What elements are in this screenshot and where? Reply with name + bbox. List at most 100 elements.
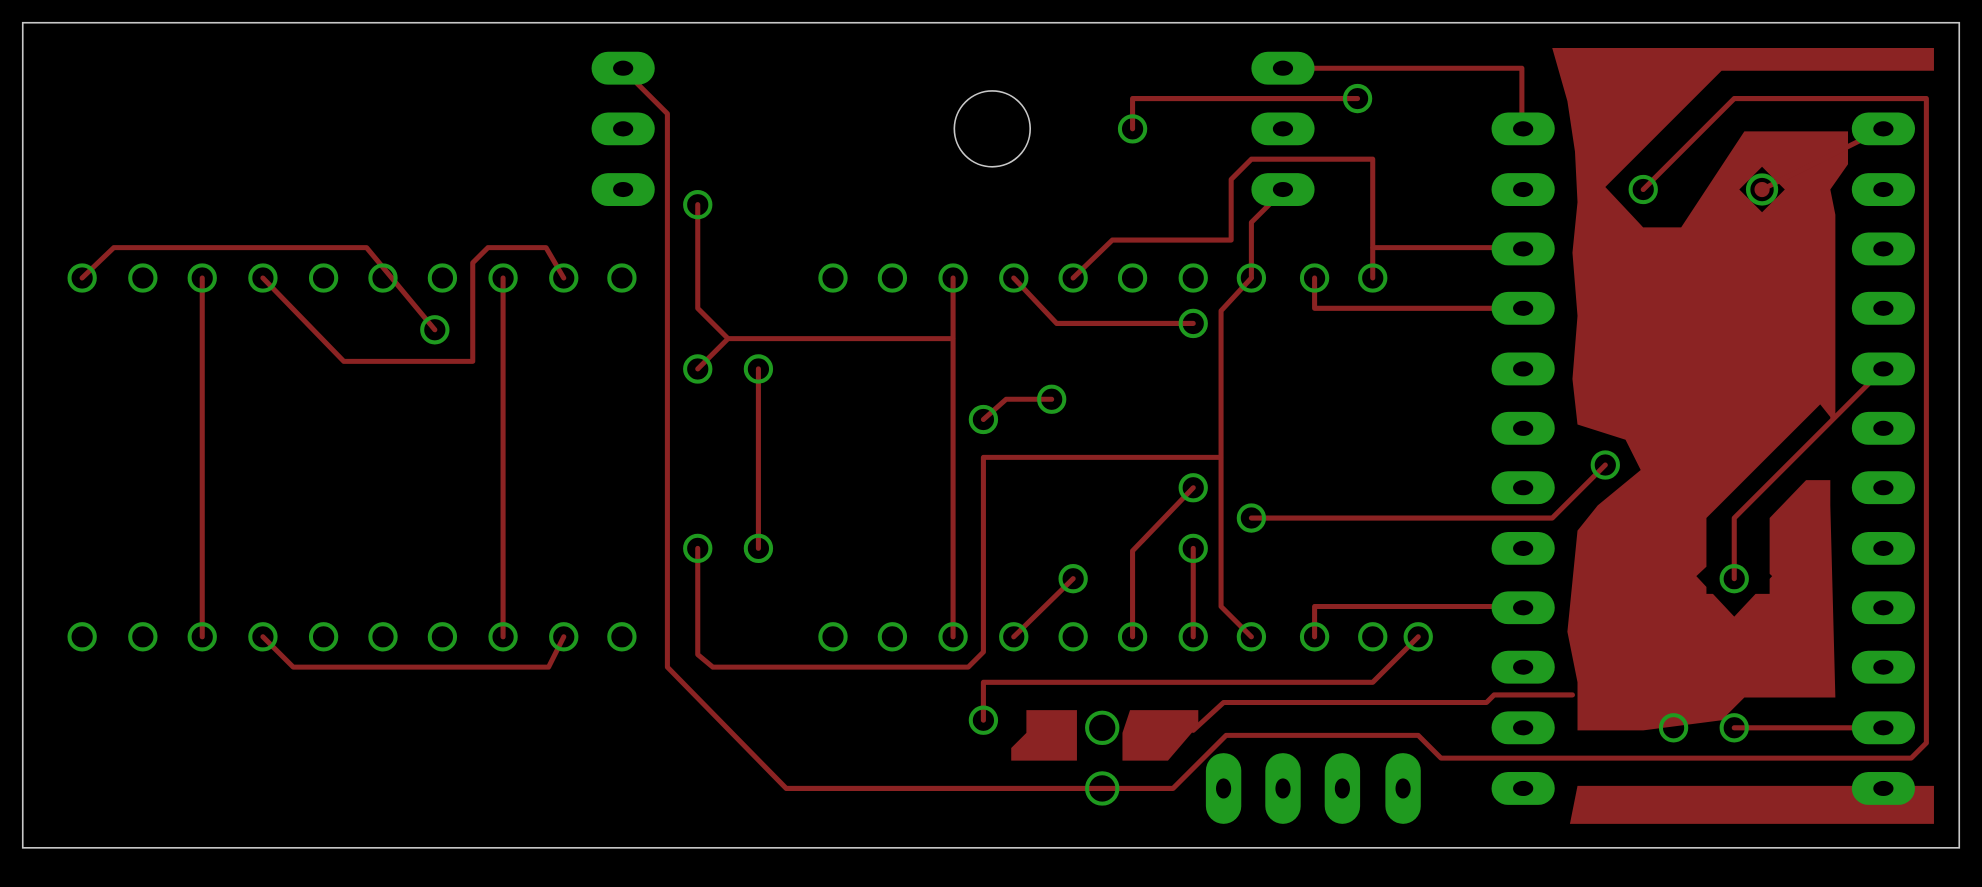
copper-trace [1070, 156, 1376, 281]
dip-pin-pad [999, 263, 1029, 293]
via-pad [1745, 173, 1779, 206]
pad-drill [1272, 121, 1294, 137]
dip-pin-pad [999, 622, 1029, 652]
dip-pin-pad [368, 263, 398, 293]
dip-pin-pad [1178, 622, 1208, 652]
pad-drill [1513, 420, 1534, 436]
via-pad [743, 354, 774, 384]
dip-pin-pad [1117, 263, 1148, 293]
via-pad [683, 533, 713, 564]
pad-drill [1513, 121, 1534, 137]
dip-pin-pad [488, 622, 518, 652]
pad-drill [1873, 181, 1894, 198]
pad-drill [1873, 540, 1894, 556]
pad-drill [1873, 121, 1894, 137]
pad-drill [1513, 600, 1534, 616]
copper-trace [1130, 485, 1196, 640]
dip-pin-pad [877, 263, 908, 293]
pad-drill [1272, 60, 1294, 76]
dip-pin-pad [128, 263, 158, 293]
via-pad [1590, 450, 1620, 480]
pad-drill [1215, 778, 1232, 799]
dip-pin-pad [607, 622, 637, 652]
pad-drill [613, 60, 634, 76]
via-pad [1628, 174, 1658, 205]
pad-drill [613, 181, 634, 198]
dip-pin-pad [427, 263, 458, 293]
via-pad [1658, 713, 1689, 743]
pad-drill [1873, 420, 1894, 436]
dip-pin-pad [1358, 263, 1388, 293]
pad-drill [1873, 480, 1894, 496]
copper-trace [695, 454, 1224, 670]
pad-drill [1395, 778, 1411, 799]
dip-pin-pad [877, 622, 908, 652]
copper-pour [1552, 48, 1934, 731]
dip-pin-pad [427, 622, 458, 652]
smd-center-pad [1085, 710, 1120, 745]
via-pad [1236, 503, 1267, 533]
copper-trace [619, 65, 1929, 791]
via-pad [683, 354, 713, 384]
via-pad [1058, 564, 1088, 594]
pad-drill [1334, 778, 1350, 799]
via-pad [683, 190, 713, 220]
dip-pin-pad [1058, 263, 1088, 293]
copper-trace [1190, 692, 1575, 733]
copper-trace [79, 245, 438, 333]
component-pad [1085, 771, 1120, 806]
dip-pin-pad [549, 263, 579, 293]
via-center [1754, 181, 1770, 198]
dip-pin-pad [938, 263, 968, 293]
copper-trace [1312, 603, 1525, 640]
dip-pin-pad [187, 263, 217, 293]
dip-pin-pad [818, 263, 848, 293]
pad-drill [1873, 659, 1894, 675]
dip-pin-pad [368, 622, 398, 652]
dip-pin-pad [248, 622, 278, 652]
pad-drill [1873, 241, 1894, 257]
board-outline [21, 21, 1961, 849]
copper-trace [1731, 366, 1886, 582]
copper-trace [695, 202, 731, 372]
dip-pin-pad [549, 622, 579, 652]
copper-trace [1281, 65, 1525, 132]
dip-pin-pad [1058, 622, 1088, 652]
via-pad [420, 315, 450, 345]
copper-trace [260, 634, 567, 670]
copper-trace [1130, 96, 1361, 132]
via-pad [1178, 473, 1208, 503]
via-pad [1719, 713, 1749, 743]
via-pad [1178, 533, 1208, 564]
pad-drill [1513, 300, 1534, 316]
via-pad [1342, 83, 1373, 114]
dip-pin-pad [938, 622, 968, 652]
dip-pin-pad [1236, 263, 1267, 293]
via-pad [1037, 384, 1067, 414]
via-pad [1403, 622, 1433, 652]
pad-drill [1513, 540, 1534, 556]
pad-drill [1873, 361, 1894, 377]
copper-pour [1011, 710, 1077, 761]
dip-pin-pad [128, 622, 158, 652]
dip-pin-pad [607, 263, 637, 293]
via-pad [1117, 114, 1148, 144]
via-pad [1178, 308, 1208, 339]
copper-trace [1011, 275, 1196, 326]
via-pad [743, 533, 774, 564]
copper-pour [1122, 710, 1199, 761]
pad-drill [1513, 480, 1534, 496]
via-pad [1719, 564, 1749, 594]
dip-pin-pad [1236, 622, 1267, 652]
dip-pin-pad [1178, 263, 1208, 293]
dip-pin-pad [248, 263, 278, 293]
pad-drill [1873, 300, 1894, 316]
copper-trace [980, 396, 1055, 423]
pad-drill [1873, 720, 1894, 736]
pad-layer [67, 51, 1916, 824]
dip-pin-pad [1117, 622, 1148, 652]
pad-drill [1513, 181, 1534, 198]
dip-pin-pad [1358, 622, 1388, 652]
dip-pin-pad [1299, 622, 1330, 652]
